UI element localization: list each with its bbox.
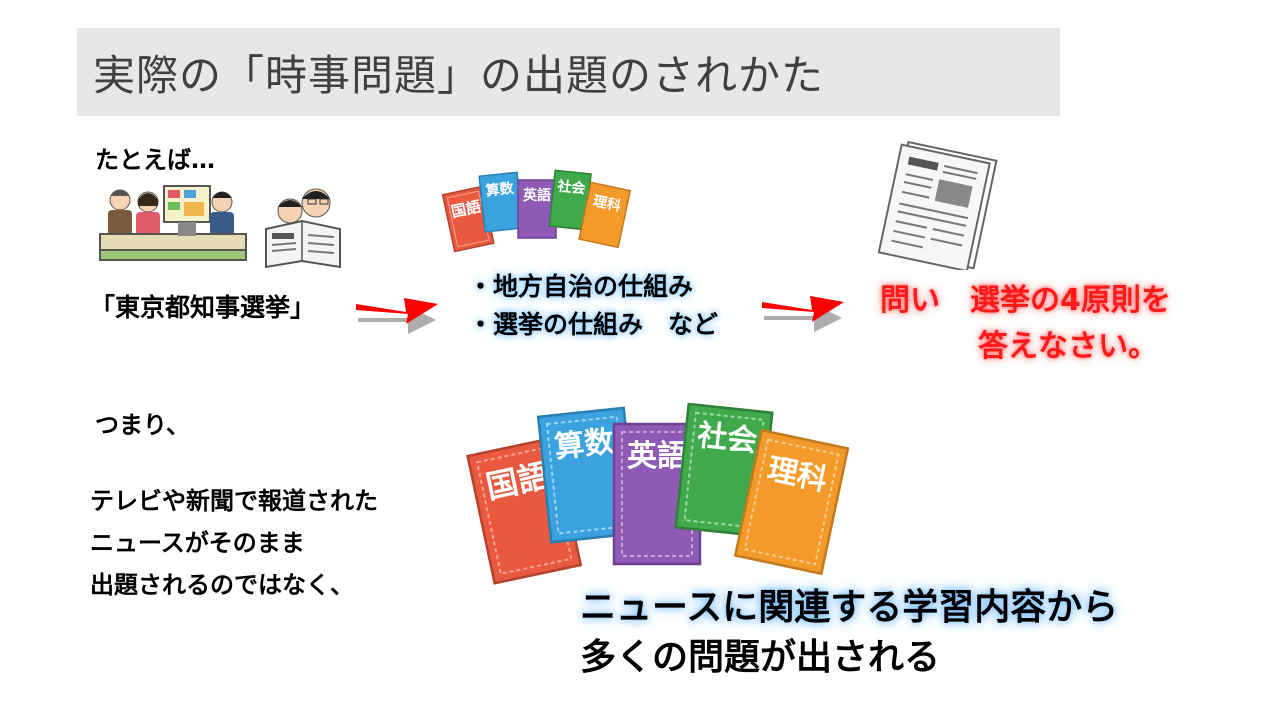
book-label: 英語 (522, 187, 551, 204)
question-text: 問い 選挙の4原則を 答えなさい。 (880, 278, 1171, 370)
book-label: 理科 (592, 192, 623, 214)
newspaper-illustration (877, 140, 998, 270)
explanation-line: ニュースがそのまま (90, 529, 305, 557)
arrow-right-icon (762, 296, 844, 332)
result-line: 多くの問題が出される (580, 637, 941, 678)
book-label: 算数 (485, 180, 516, 200)
book-label: 社会 (556, 178, 588, 198)
page-title: 実際の「時事問題」の出題のされかた (93, 51, 825, 100)
topic-item: ・地方自治の仕組み (468, 272, 694, 301)
question-line-2: 答えなさい。 (978, 329, 1158, 364)
explanation-line: 出題されるのではなく、 (90, 571, 354, 599)
reading-newspaper-illustration (265, 188, 341, 269)
conclusion-label: つまり、 (95, 411, 191, 439)
topics-list: ・地方自治の仕組み ・選挙の仕組み など (468, 268, 718, 344)
title-bar: 実際の「時事問題」の出題のされかた (77, 28, 1060, 116)
result-line: ニュースに関連する学習内容から (580, 587, 1119, 628)
election-label: 「東京都知事選挙」 (90, 293, 316, 322)
book-label: 算数 (553, 424, 617, 465)
book-label: 英語 (627, 439, 687, 474)
book-label: 国語 (450, 197, 483, 221)
result-text: ニュースに関連する学習内容から 多くの問題が出される (580, 583, 1118, 683)
subject-books-large-illustration: 国語 算数 英語 社会 理科 (466, 402, 850, 585)
arrow-right-icon (356, 298, 438, 334)
explanation-text: テレビや新聞で報道された ニュースがそのまま 出題されるのではなく、 (90, 480, 378, 606)
topic-item: ・選挙の仕組み など (468, 310, 719, 339)
book-label: 社会 (696, 418, 759, 459)
explanation-line: テレビや新聞で報道された (90, 487, 378, 515)
news-studio-illustration (99, 185, 247, 261)
example-label: たとえば… (95, 146, 215, 174)
subject-books-small-illustration: 国語 算数 英語 社会 理科 (441, 169, 632, 253)
question-line-1: 問い 選挙の4原則を (880, 283, 1171, 318)
